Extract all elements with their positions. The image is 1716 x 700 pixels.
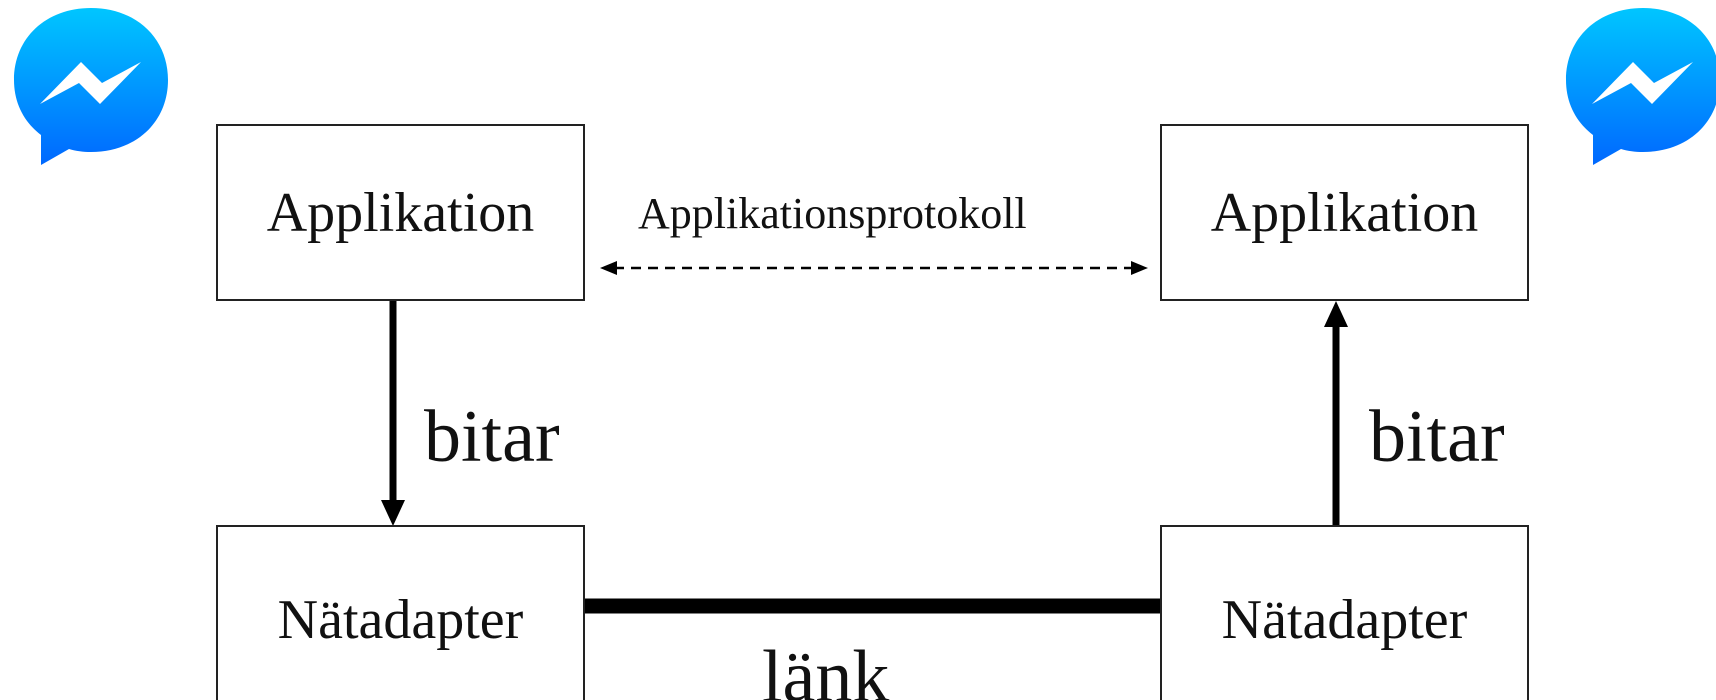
right-application-label: Applikation xyxy=(1210,181,1479,244)
right-network-adapter-box: Nätadapter xyxy=(1160,525,1529,700)
messenger-icon xyxy=(14,8,168,165)
protocol-arrowhead-left xyxy=(600,261,617,275)
left-network-adapter-label: Nätadapter xyxy=(277,589,524,651)
right-application-box: Applikation xyxy=(1160,124,1529,301)
right-bits-arrowhead xyxy=(1324,301,1348,327)
protocol-arrowhead-right xyxy=(1131,261,1148,275)
left-application-box: Applikation xyxy=(216,124,585,301)
left-network-adapter-box: Nätadapter xyxy=(216,525,585,700)
right-bits-label: bitar xyxy=(1369,396,1505,478)
left-bits-label: bitar xyxy=(424,396,560,478)
link-label: länk xyxy=(762,636,890,700)
right-network-adapter-label: Nätadapter xyxy=(1221,589,1468,651)
messenger-icon xyxy=(1566,8,1716,165)
protocol-label: Applikationsprotokoll xyxy=(638,189,1027,238)
left-application-label: Applikation xyxy=(266,181,535,244)
left-bits-arrowhead xyxy=(381,500,405,526)
